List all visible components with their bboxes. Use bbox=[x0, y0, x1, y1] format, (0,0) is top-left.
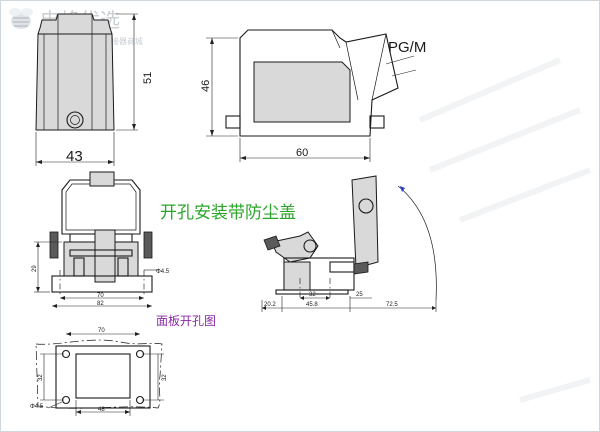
dim-side-length: 60 bbox=[296, 147, 308, 159]
dim-open-72-5: 72.5 bbox=[386, 302, 398, 308]
dim-cut-inner: 48 bbox=[98, 407, 105, 413]
front-view: 43 51 bbox=[35, 13, 154, 166]
side-view: PG/M 46 60 bbox=[200, 29, 426, 162]
dim-cut-height-left: 32 bbox=[38, 374, 44, 381]
dim-base-height: 29 bbox=[32, 265, 38, 272]
dim-cut-height-right: 32 bbox=[162, 374, 168, 381]
dim-cut-hole: Φ4.5 bbox=[30, 404, 44, 410]
panel-cutout-view: 70 32 32 48 Φ4.5 bbox=[30, 328, 168, 416]
dim-open-20-2: 20.2 bbox=[264, 302, 276, 308]
dim-side-height: 46 bbox=[200, 80, 212, 92]
dim-cut-width: 70 bbox=[98, 328, 105, 334]
dim-front-width: 43 bbox=[66, 148, 83, 165]
dim-open-32: 32 bbox=[309, 292, 316, 298]
open-cover-side-view: 32 25 20.2 45.8 72.5 bbox=[261, 175, 437, 312]
panel-cutout-callout: 面板开孔图 bbox=[156, 314, 216, 328]
dim-base-outer: 82 bbox=[97, 301, 104, 307]
dim-base-inner: 70 bbox=[97, 293, 104, 299]
bee-logo-icon bbox=[9, 8, 33, 29]
background-texture bbox=[418, 57, 592, 403]
cover-feature-callout: 开孔安装带防尘盖 bbox=[160, 203, 296, 223]
cable-entry-label: PG/M bbox=[388, 39, 426, 56]
dim-open-45-8: 45.8 bbox=[306, 302, 318, 308]
dim-base-hole: Φ4.5 bbox=[156, 269, 170, 275]
dim-open-25: 25 bbox=[356, 292, 363, 298]
dim-front-height: 51 bbox=[142, 72, 154, 84]
base-with-cover-view: 29 Φ4.5 70 82 bbox=[32, 171, 170, 308]
